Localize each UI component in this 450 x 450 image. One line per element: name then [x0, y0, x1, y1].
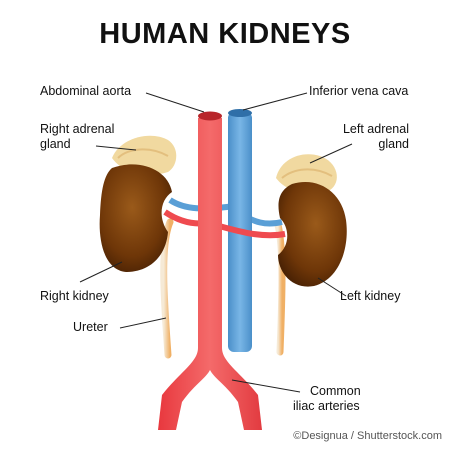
left-kidney-shape: [278, 181, 347, 287]
leader-common-iliac: [231, 379, 301, 393]
right-renal-vein: [168, 197, 236, 212]
leader-right-adrenal: [95, 145, 137, 151]
leader-inferior-vena-cava: [242, 92, 308, 111]
aorta-opening: [198, 111, 222, 121]
left-ureter: [274, 221, 286, 356]
label-right-adrenal-line2: gland: [40, 137, 71, 151]
label-left-kidney: Left kidney: [340, 289, 401, 303]
label-right-kidney: Right kidney: [40, 289, 109, 303]
vena-cava-opening: [228, 109, 252, 117]
label-ureter: Ureter: [73, 320, 108, 334]
leader-left-kidney: [317, 277, 347, 297]
leader-right-kidney: [79, 261, 123, 283]
label-common-iliac-line1: Common: [310, 384, 361, 398]
leader-left-adrenal: [309, 143, 353, 164]
label-left-adrenal-line2: gland: [378, 137, 409, 151]
left-adrenal-gland: [276, 154, 337, 194]
leader-ureter: [119, 317, 167, 329]
label-inferior-vena-cava: Inferior vena cava: [309, 84, 409, 98]
credit-text: ©Designua / Shutterstock.com: [293, 430, 442, 442]
label-abdominal-aorta: Abdominal aorta: [40, 84, 132, 98]
abdominal-aorta: [158, 118, 262, 430]
leader-abdominal-aorta: [145, 92, 205, 113]
label-common-iliac-line2: iliac arteries: [293, 399, 360, 413]
diagram-title: HUMAN KIDNEYS: [99, 18, 351, 50]
label-left-adrenal-line1: Left adrenal: [342, 122, 409, 136]
right-kidney-shape: [99, 164, 172, 272]
label-right-adrenal-line1: Right adrenal: [40, 122, 115, 136]
